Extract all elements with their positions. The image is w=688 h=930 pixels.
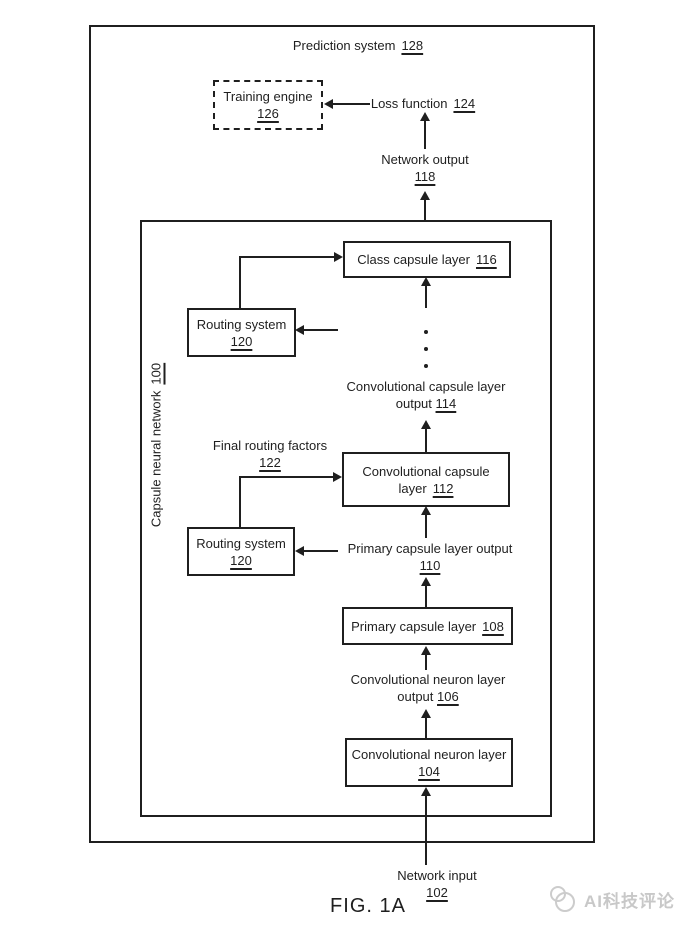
arrowhead-into-class-capsule-bottom — [421, 277, 431, 286]
training-engine-ref: 126 — [257, 106, 279, 121]
primary-capsule-layer-text: Primary capsule layer — [351, 618, 477, 634]
network-input-text: Network input — [397, 868, 477, 883]
primary-capsule-layer-ref: 108 — [482, 618, 504, 634]
connector-dots-to-class — [425, 286, 427, 308]
loss-function-label: Loss function 124 — [371, 95, 475, 112]
conv-capsule-layer-line1: Convolutional capsule — [362, 463, 490, 479]
arrowhead-into-loss-function — [420, 112, 430, 121]
conv-neuron-layer-output-ref: 106 — [437, 689, 459, 704]
connector-108-to-110 — [425, 586, 427, 607]
conv-neuron-layer-box: Convolutional neuron layer 104 — [345, 738, 513, 787]
ellipsis-dot-1 — [424, 330, 428, 334]
conv-neuron-layer-text: Convolutional neuron layer — [351, 746, 507, 762]
ellipsis-dot-2 — [424, 347, 428, 351]
final-routing-factors-label: Final routing factors 122 — [213, 437, 327, 471]
arrowhead-into-routing-lower — [295, 546, 304, 556]
watermark: AI科技评论 — [547, 885, 675, 913]
ellipsis-dot-3 — [424, 364, 428, 368]
arrowhead-into-conv-neuron-bottom — [421, 787, 431, 796]
arrowhead-into-network-output — [420, 191, 430, 200]
connector-loss-to-training — [332, 103, 370, 105]
arrowhead-into-conv-capsule-layer — [333, 472, 342, 482]
conv-neuron-layer-output-line1: Convolutional neuron layer — [350, 672, 506, 687]
prediction-system-label: Prediction system 128 — [293, 37, 423, 54]
arrowhead-into-106-label — [421, 709, 431, 718]
conv-capsule-layer-output-line1: Convolutional capsule layer — [346, 379, 506, 394]
connector-into-routing-lower — [304, 550, 338, 552]
primary-capsule-layer-output-label: Primary capsule layer output 110 — [348, 540, 513, 574]
network-input-ref: 102 — [426, 885, 448, 900]
connector-110-to-conv-capsule — [425, 515, 427, 538]
arrowhead-into-primary-capsule-bottom — [421, 646, 431, 655]
figure-caption: FIG. 1A — [330, 895, 406, 917]
class-capsule-layer-box: Class capsule layer 116 — [343, 241, 511, 278]
arrowhead-into-conv-capsule-bottom — [421, 506, 431, 515]
arrowhead-into-110-label — [421, 577, 431, 586]
conv-neuron-layer-output-label: Convolutional neuron layer output 106 — [351, 671, 506, 705]
conv-neuron-layer-output-line2: output — [397, 689, 434, 704]
prediction-system-ref: 128 — [401, 38, 424, 53]
arrowhead-into-conv-capsule-output — [421, 420, 431, 429]
prediction-system-text: Prediction system — [292, 38, 396, 53]
arrowhead-into-class-capsule-layer — [334, 252, 343, 262]
conv-neuron-layer-ref: 104 — [418, 763, 440, 779]
loss-function-ref: 124 — [453, 96, 476, 111]
capsule-network-text: Capsule neural network — [148, 390, 164, 528]
capsule-network-label: Capsule neural network 100 — [148, 363, 165, 527]
conv-capsule-layer-output-line2: output — [395, 396, 432, 411]
connector-routing-upper-horizontal — [239, 256, 334, 258]
connector-conv-capsule-to-output — [425, 429, 427, 452]
loss-function-text: Loss function — [370, 96, 448, 111]
training-engine-box: Training engine 126 — [213, 80, 323, 130]
connector-routing-upper-vertical — [239, 256, 241, 308]
connector-104-to-106 — [425, 718, 427, 738]
routing-system-lower-box: Routing system 120 — [187, 527, 295, 576]
routing-system-lower-text: Routing system — [196, 535, 286, 551]
training-engine-text: Training engine — [223, 89, 313, 104]
class-capsule-layer-ref: 116 — [475, 252, 497, 267]
conv-capsule-layer-line2: layer — [398, 480, 427, 496]
capsule-network-ref: 100 — [148, 362, 164, 385]
connector-input-to-104 — [425, 796, 427, 865]
routing-system-upper-box: Routing system 120 — [187, 308, 296, 357]
connector-106-to-108 — [425, 655, 427, 670]
primary-capsule-layer-output-text: Primary capsule layer output — [347, 541, 513, 556]
network-output-ref: 118 — [414, 169, 436, 184]
final-routing-factors-text: Final routing factors — [212, 438, 328, 453]
routing-system-lower-ref: 120 — [230, 552, 252, 568]
conv-capsule-layer-ref: 112 — [432, 480, 454, 496]
conv-capsule-layer-output-label: Convolutional capsule layer output 114 — [347, 378, 506, 412]
connector-routing-lower-vertical — [239, 476, 241, 527]
connector-into-routing-upper — [304, 329, 338, 331]
conv-capsule-layer-box: Convolutional capsule layer 112 — [342, 452, 510, 507]
primary-capsule-layer-box: Primary capsule layer 108 — [342, 607, 513, 645]
routing-system-upper-text: Routing system — [196, 316, 287, 332]
arrowhead-into-routing-upper — [295, 325, 304, 335]
final-routing-factors-ref: 122 — [259, 455, 281, 470]
conv-capsule-layer-output-ref: 114 — [435, 396, 457, 411]
arrowhead-into-training-engine — [324, 99, 333, 109]
class-capsule-layer-text: Class capsule layer — [357, 252, 470, 267]
network-input-label: Network input 102 — [397, 867, 476, 901]
watermark-text: AI科技评论 — [584, 891, 675, 911]
connector-output-to-loss — [424, 121, 426, 149]
routing-system-upper-ref: 120 — [230, 333, 253, 349]
network-output-label: Network output 118 — [381, 151, 468, 185]
ai-tech-review-logo-icon — [550, 886, 575, 912]
primary-capsule-layer-output-ref: 110 — [419, 558, 441, 573]
connector-routing-lower-horizontal — [239, 476, 333, 478]
network-output-text: Network output — [381, 152, 469, 167]
